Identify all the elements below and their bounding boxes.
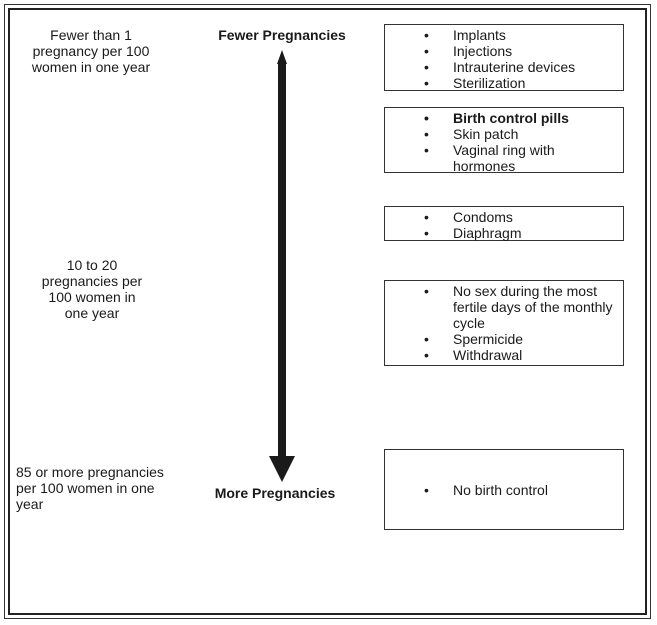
arrow-head-down: [269, 456, 295, 482]
level-label-middle: 10 to 20 pregnancies per 100 women in on…: [41, 257, 143, 321]
method-item: Birth control pills: [385, 110, 623, 126]
methods-list: Implants Injections Intrauterine devices…: [385, 25, 623, 91]
level-label-top: Fewer than 1 pregnancy per 100 women in …: [31, 27, 151, 75]
level-label-bottom: 85 or more pregnancies per 100 women in …: [16, 464, 164, 512]
methods-list: Condoms Diaphragm: [385, 207, 623, 241]
outer-frame: [4, 4, 651, 619]
method-item: Withdrawal: [385, 347, 623, 363]
method-item: Injections: [385, 43, 623, 59]
method-item: Diaphragm: [385, 225, 623, 241]
methods-list: No birth control: [385, 482, 623, 498]
methods-box-most-effective: Implants Injections Intrauterine devices…: [384, 24, 624, 91]
methods-box-behavioral: No sex during the most fertile days of t…: [384, 280, 624, 366]
axis-label-fewer: Fewer Pregnancies: [218, 27, 346, 43]
method-item: Vaginal ring with hormones: [385, 142, 623, 174]
method-item: Implants: [385, 27, 623, 43]
arrow-head-up: [277, 50, 287, 64]
inner-frame: [8, 8, 647, 615]
method-item: Spermicide: [385, 331, 623, 347]
method-item: Condoms: [385, 209, 623, 225]
method-item: No sex during the most fertile days of t…: [385, 283, 623, 331]
method-item: No birth control: [385, 482, 623, 498]
method-item: Intrauterine devices: [385, 59, 623, 75]
methods-box-barrier: Condoms Diaphragm: [384, 206, 624, 241]
method-item: Sterilization: [385, 75, 623, 91]
methods-list: Birth control pills Skin patch Vaginal r…: [385, 108, 623, 174]
method-item: Skin patch: [385, 126, 623, 142]
methods-box-hormonal: Birth control pills Skin patch Vaginal r…: [384, 107, 624, 174]
axis-label-more: More Pregnancies: [214, 485, 336, 501]
methods-box-none: No birth control: [384, 449, 624, 530]
effectiveness-arrow: [269, 50, 295, 482]
methods-list: No sex during the most fertile days of t…: [385, 281, 623, 363]
arrow-shaft: [278, 62, 286, 458]
